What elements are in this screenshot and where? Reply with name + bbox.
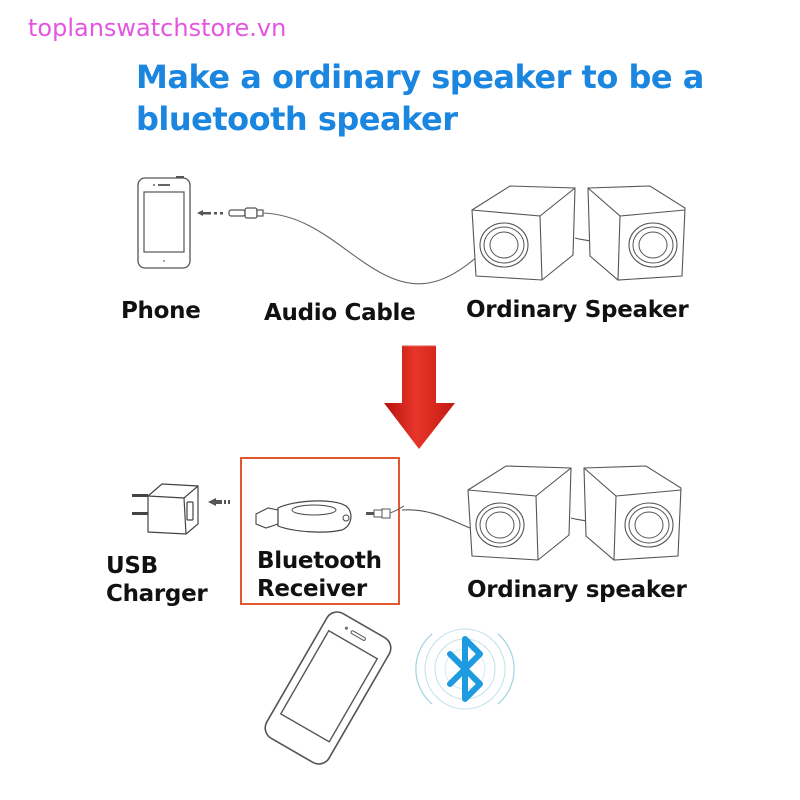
- bluetooth-receiver-label-line-2: Receiver: [257, 576, 367, 602]
- store-watermark: toplanswatchstore.vn: [28, 14, 287, 42]
- usb-charger-label-line-2: Charger: [106, 581, 208, 607]
- title-line-2: bluetooth speaker: [136, 100, 458, 138]
- speakers-after-icon: [401, 465, 682, 561]
- bluetooth-receiver-highlight-box: [240, 457, 400, 605]
- diagram-title: Make a ordinary speaker to be a bluetoot…: [136, 56, 704, 140]
- usb-charger-icon: [132, 483, 230, 535]
- bluetooth-receiver-label-line-1: Bluetooth: [257, 548, 382, 574]
- audio-cable-label: Audio Cable: [264, 300, 416, 326]
- red-down-arrow-icon: [384, 345, 455, 449]
- phone-label: Phone: [121, 298, 201, 324]
- bluetooth-icon: [415, 628, 515, 710]
- title-line-1: Make a ordinary speaker to be a: [136, 58, 704, 96]
- speakers-before-icon: [471, 185, 686, 281]
- usb-charger-label: USB Charger: [106, 552, 208, 608]
- ordinary-speaker-label: Ordinary Speaker: [466, 297, 689, 323]
- smartphone-icon: [264, 611, 392, 765]
- bluetooth-receiver-label: Bluetooth Receiver: [257, 547, 382, 603]
- phone-icon: [137, 176, 191, 269]
- usb-charger-label-line-1: USB: [106, 553, 158, 579]
- bluetooth-receiver-icon: [255, 500, 405, 533]
- audio-cable-icon: [197, 207, 496, 285]
- ordinary-speaker-after-label: Ordinary speaker: [467, 577, 687, 603]
